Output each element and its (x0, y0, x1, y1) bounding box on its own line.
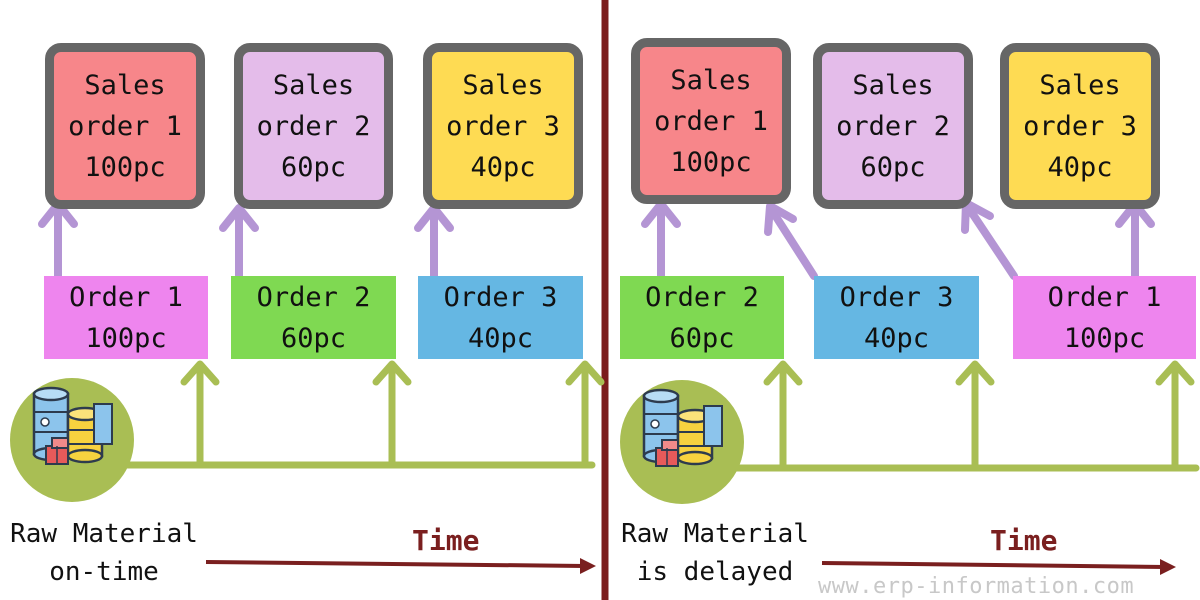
left-order-1: Order 1 100pc (44, 276, 208, 359)
left-order-1-line2: 100pc (85, 322, 167, 354)
raw-material-icon (618, 378, 746, 506)
right-sales-order-1-line2: order 1 (654, 105, 768, 137)
raw-material-icon (8, 376, 136, 504)
left-sales-order-2-line3: 60pc (280, 151, 347, 183)
left-order-2-line2: 60pc (280, 322, 347, 354)
left-order-1-line1: Order 1 (69, 281, 183, 313)
right-sales-order-3-line2: order 3 (1023, 110, 1137, 142)
right-order-2-line1: Order 3 (839, 281, 954, 313)
right-sales-order-1-line1: Sales (670, 64, 752, 96)
left-sales-order-1-line2: order 1 (68, 110, 182, 142)
right-sales-order-2: Sales order 2 60pc (813, 43, 973, 209)
left-sales-order-3: Sales order 3 40pc (423, 43, 583, 209)
left-caption-line2: on-time (49, 557, 159, 587)
right-order-1: Order 2 60pc (620, 276, 784, 359)
left-sales-order-1: Sales order 1 100pc (45, 43, 205, 209)
right-order-3: Order 1 100pc (1013, 276, 1196, 359)
right-time-label: Time (990, 524, 1058, 557)
right-sales-order-2-line2: order 2 (836, 110, 950, 142)
right-sales-order-1-line3: 100pc (670, 146, 752, 178)
right-caption-line2: is delayed (636, 557, 794, 587)
right-order-3-line1: Order 1 (1047, 281, 1162, 313)
right-order-1-line2: 60pc (669, 322, 735, 354)
right-caption-line1: Raw Material (621, 519, 809, 549)
right-order-2: Order 3 40pc (814, 276, 979, 359)
left-caption: Raw Material on-time (0, 515, 208, 591)
left-sales-order-1-line3: 100pc (84, 151, 166, 183)
left-order-2: Order 2 60pc (231, 276, 396, 359)
right-sales-order-2-line1: Sales (852, 69, 934, 101)
left-sales-order-2-line2: order 2 (256, 110, 371, 142)
right-sales-order-3-line3: 40pc (1047, 151, 1113, 183)
left-order-3-line1: Order 3 (443, 281, 558, 313)
right-caption: Raw Material is delayed (610, 515, 820, 591)
right-order-2-line2: 40pc (863, 322, 930, 354)
left-sales-order-3-line1: Sales (462, 69, 544, 101)
left-sales-order-1-line1: Sales (84, 69, 166, 101)
left-caption-line1: Raw Material (10, 519, 198, 549)
right-order-1-line1: Order 2 (645, 281, 759, 313)
left-order-3-line2: 40pc (467, 322, 534, 354)
watermark-url: www.erp-information.com (818, 574, 1135, 599)
left-time-label: Time (412, 524, 480, 557)
left-order-2-line1: Order 2 (256, 281, 371, 313)
left-sales-order-2-line1: Sales (272, 69, 355, 101)
left-sales-order-3-line3: 40pc (470, 151, 536, 183)
right-order-3-line2: 100pc (1063, 322, 1146, 354)
left-sales-order-2: Sales order 2 60pc (234, 43, 393, 209)
right-sales-order-3: Sales order 3 40pc (1000, 43, 1160, 209)
right-sales-order-2-line3: 60pc (860, 151, 926, 183)
left-sales-order-3-line2: order 3 (446, 110, 560, 142)
right-sales-order-1: Sales order 1 100pc (631, 38, 791, 204)
left-order-3: Order 3 40pc (418, 276, 583, 359)
right-sales-order-3-line1: Sales (1039, 69, 1121, 101)
